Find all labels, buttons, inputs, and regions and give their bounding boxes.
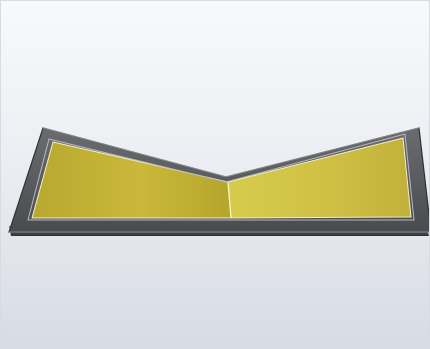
frame-highlight — [42, 127, 420, 178]
right-panel — [227, 137, 412, 219]
inner-rim — [27, 133, 415, 221]
panel-seam — [227, 181, 232, 219]
